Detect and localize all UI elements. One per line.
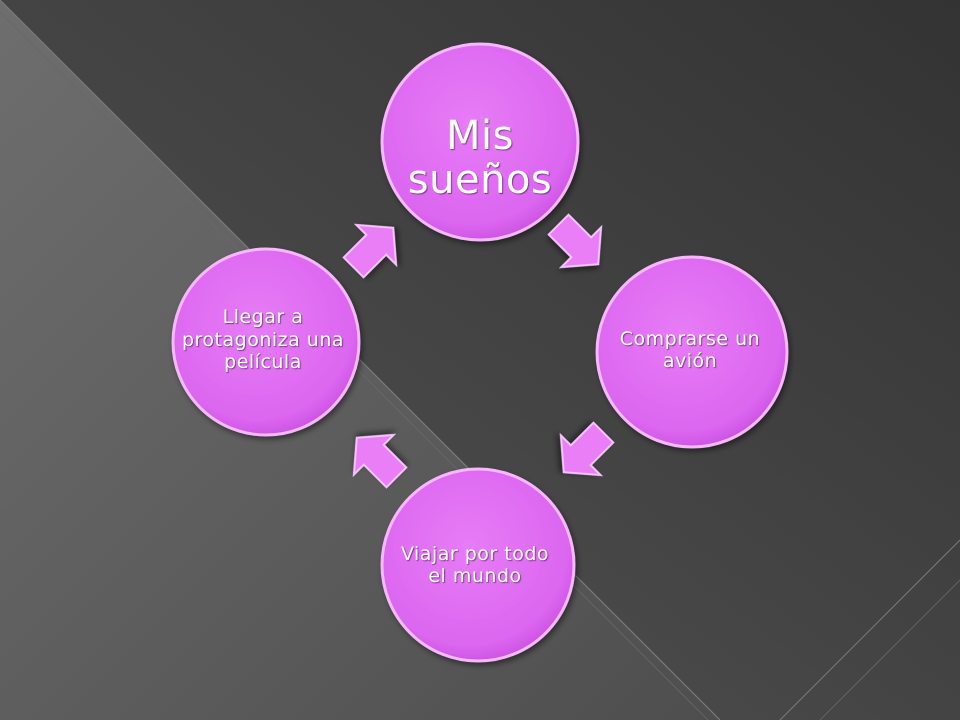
arrow-left-to-top bbox=[342, 223, 398, 279]
node-circle-llegar bbox=[171, 247, 361, 437]
node-circle-comprarse bbox=[595, 255, 789, 449]
node-label-mis-suenos: Mis sueños bbox=[407, 112, 553, 203]
arrow-top-to-right bbox=[547, 213, 603, 269]
bg-diagonal-line bbox=[779, 539, 960, 720]
node-label-comprarse: Comprarse un avión bbox=[619, 327, 761, 372]
arrow-right-to-bottom bbox=[559, 421, 615, 477]
node-label-llegar: Llegar a protagoniza una película bbox=[181, 306, 345, 374]
bg-diagonal-line bbox=[0, 0, 721, 720]
bg-diagonal-line bbox=[819, 579, 960, 720]
node-circle-viajar bbox=[380, 467, 576, 663]
node-circle-mis-suenos bbox=[380, 42, 580, 242]
arrow-bottom-to-left bbox=[352, 433, 408, 489]
node-label-viajar: Viajar por todo el mundo bbox=[400, 542, 550, 587]
